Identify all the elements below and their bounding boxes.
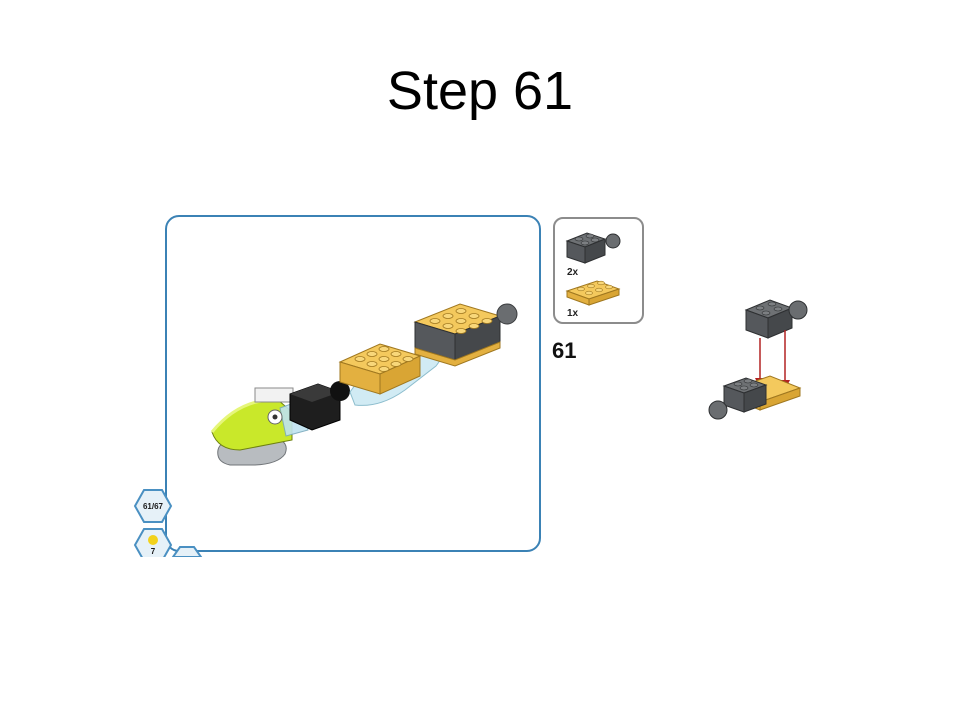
parts-callout-art — [565, 232, 621, 306]
sub-assembly-illustration — [708, 299, 808, 420]
hex-badges: 61/67 7 — [133, 489, 203, 557]
model-illustration — [210, 303, 518, 466]
part-quantity-plate: 1x — [567, 308, 579, 319]
star-icon — [148, 535, 158, 545]
bonus-badge: 7 — [151, 547, 156, 556]
progress-badge: 61/67 — [143, 502, 164, 511]
slide-title: Step 61 — [386, 61, 574, 121]
step-number: 61 — [552, 338, 577, 363]
model-illustration-frame — [165, 215, 541, 552]
parts-callout: 2x 1x — [553, 217, 644, 324]
part-quantity-brick: 2x — [567, 267, 579, 278]
